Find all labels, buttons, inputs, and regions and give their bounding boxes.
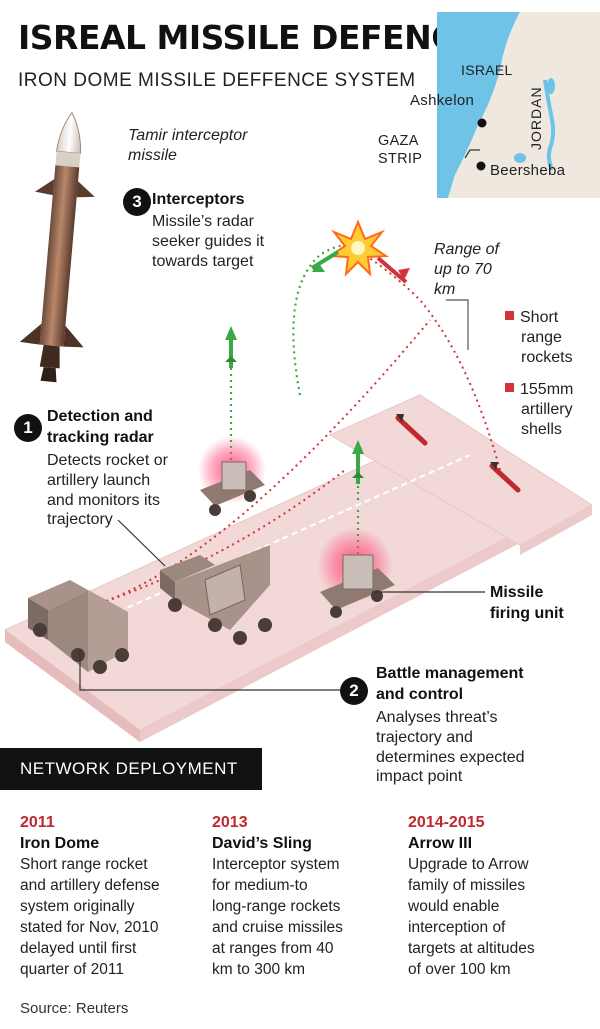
step-2-desc-4: impact point bbox=[376, 768, 463, 785]
deployment-year: 2014-2015 bbox=[408, 814, 485, 831]
interceptor-up-icon bbox=[225, 326, 237, 368]
leader-lines bbox=[79, 519, 485, 691]
incoming-rocket-icon bbox=[376, 256, 410, 284]
deployment-name: Arrow III bbox=[408, 835, 473, 852]
missile-launcher-2 bbox=[317, 527, 395, 618]
deployment-column-2014: 2014-2015 Arrow III Upgrade to Arrow fam… bbox=[408, 813, 588, 980]
map-label-israel: ISRAEL bbox=[461, 62, 513, 78]
deployment-column-2013: 2013 David’s Sling Interceptor system fo… bbox=[212, 813, 392, 980]
deployment-desc-line: delayed until first bbox=[20, 940, 137, 957]
step-1-title-1: Detection and bbox=[47, 408, 153, 425]
page-title: ISREAL MISSILE DEFENCE bbox=[18, 18, 477, 57]
deployment-name: Iron Dome bbox=[20, 835, 100, 852]
step-3-title: Interceptors bbox=[152, 191, 245, 208]
map-label-jordan: JORDAN bbox=[528, 86, 544, 150]
step-2-title-1: Battle management bbox=[376, 665, 524, 682]
step-2-desc-2: trajectory and bbox=[376, 729, 473, 746]
legend-swatch-icon bbox=[505, 311, 514, 320]
step-2-desc-1: Analyses threat’s bbox=[376, 709, 498, 726]
deployment-desc-line: Upgrade to Arrow bbox=[408, 856, 529, 873]
page-subtitle: IRON DOME MISSILE DEFFENCE SYSTEM bbox=[18, 70, 416, 91]
deployment-desc-line: long-range rockets bbox=[212, 898, 341, 915]
deployment-desc-line: interception of bbox=[408, 919, 506, 936]
deployment-desc-line: stated for Nov, 2010 bbox=[20, 919, 159, 936]
step-2-title-2: and control bbox=[376, 686, 464, 703]
legend-shells-3: shells bbox=[521, 421, 562, 438]
firing-unit-label-1: Missile bbox=[490, 584, 544, 601]
deployment-desc-line: would enable bbox=[408, 898, 500, 915]
deployment-desc-line: Interceptor system bbox=[212, 856, 340, 873]
map-label-gaza: GAZA bbox=[378, 133, 419, 149]
deployment-desc-line: targets at altitudes bbox=[408, 940, 535, 957]
step-1-desc-1: Detects rocket or bbox=[47, 452, 168, 469]
map-label-strip: STRIP bbox=[378, 151, 423, 167]
command-truck bbox=[28, 580, 129, 674]
tamir-label-1: Tamir interceptor bbox=[128, 127, 248, 144]
step-1-desc-4: trajectory bbox=[47, 511, 113, 528]
legend-rockets-3: rockets bbox=[521, 349, 573, 366]
rocket-on-ground-icon bbox=[395, 414, 428, 446]
interceptor-green-icon bbox=[310, 250, 340, 272]
ground-platform bbox=[4, 394, 593, 742]
region-map bbox=[437, 12, 600, 198]
legend-rockets-2: range bbox=[521, 329, 562, 346]
deployment-name: David’s Sling bbox=[212, 835, 312, 852]
step-1-title-2: tracking radar bbox=[47, 429, 154, 446]
step-3-desc-2: seeker guides it bbox=[152, 233, 265, 250]
deployment-year: 2013 bbox=[212, 814, 248, 831]
step-1-badge: 1 bbox=[14, 414, 42, 442]
legend-swatch-icon-2 bbox=[505, 383, 514, 392]
deployment-desc-line: and artillery defense bbox=[20, 877, 160, 894]
deployment-desc-line: and cruise missiles bbox=[212, 919, 343, 936]
deployment-desc-line: km to 300 km bbox=[212, 961, 306, 978]
range-label-2: up to 70 bbox=[434, 261, 492, 278]
interceptor-up-icon-2 bbox=[352, 440, 364, 484]
deployment-desc-line: of over 100 km bbox=[408, 961, 511, 978]
map-label-ashkelon: Ashkelon bbox=[410, 92, 475, 109]
deployment-desc-line: Short range rocket bbox=[20, 856, 148, 873]
legend-shells-2: artillery bbox=[521, 401, 573, 418]
step-3-desc-3: towards target bbox=[152, 253, 254, 270]
deployment-desc-line: for medium-to bbox=[212, 877, 308, 894]
step-1-desc-3: and monitors its bbox=[47, 492, 160, 509]
firing-unit-label-2: firing unit bbox=[490, 605, 564, 622]
deployment-desc-line: at ranges from 40 bbox=[212, 940, 334, 957]
step-3-badge: 3 bbox=[123, 188, 151, 216]
range-label-3: km bbox=[434, 281, 456, 298]
legend-shells: 155mm bbox=[505, 380, 573, 400]
deployment-desc-line: system originally bbox=[20, 898, 135, 915]
explosion-icon bbox=[326, 219, 390, 277]
missile-launcher-1 bbox=[198, 436, 266, 516]
radar-vehicle bbox=[160, 545, 272, 645]
step-2-badge: 2 bbox=[340, 677, 368, 705]
tamir-label-2: missile bbox=[128, 147, 177, 164]
network-deployment-banner: NETWORK DEPLOYMENT bbox=[0, 748, 262, 790]
tamir-missile-illustration bbox=[19, 111, 95, 383]
deployment-column-2011: 2011 Iron Dome Short range rocket and ar… bbox=[20, 813, 200, 980]
map-label-beersheba: Beersheba bbox=[490, 162, 566, 179]
source-credit: Source: Reuters bbox=[20, 1000, 129, 1017]
shell-on-ground-icon bbox=[489, 462, 521, 493]
step-2-desc-3: determines expected bbox=[376, 749, 525, 766]
iron-dome-illustration bbox=[4, 12, 600, 742]
step-1-desc-2: artillery launch bbox=[47, 472, 151, 489]
range-label-1: Range of bbox=[434, 241, 499, 258]
step-3-desc-1: Missile’s radar bbox=[152, 213, 254, 230]
legend-rockets: Short bbox=[505, 308, 558, 328]
deployment-desc-line: family of missiles bbox=[408, 877, 526, 894]
deployment-desc-line: quarter of 2011 bbox=[20, 961, 124, 978]
deployment-year: 2011 bbox=[20, 814, 55, 831]
